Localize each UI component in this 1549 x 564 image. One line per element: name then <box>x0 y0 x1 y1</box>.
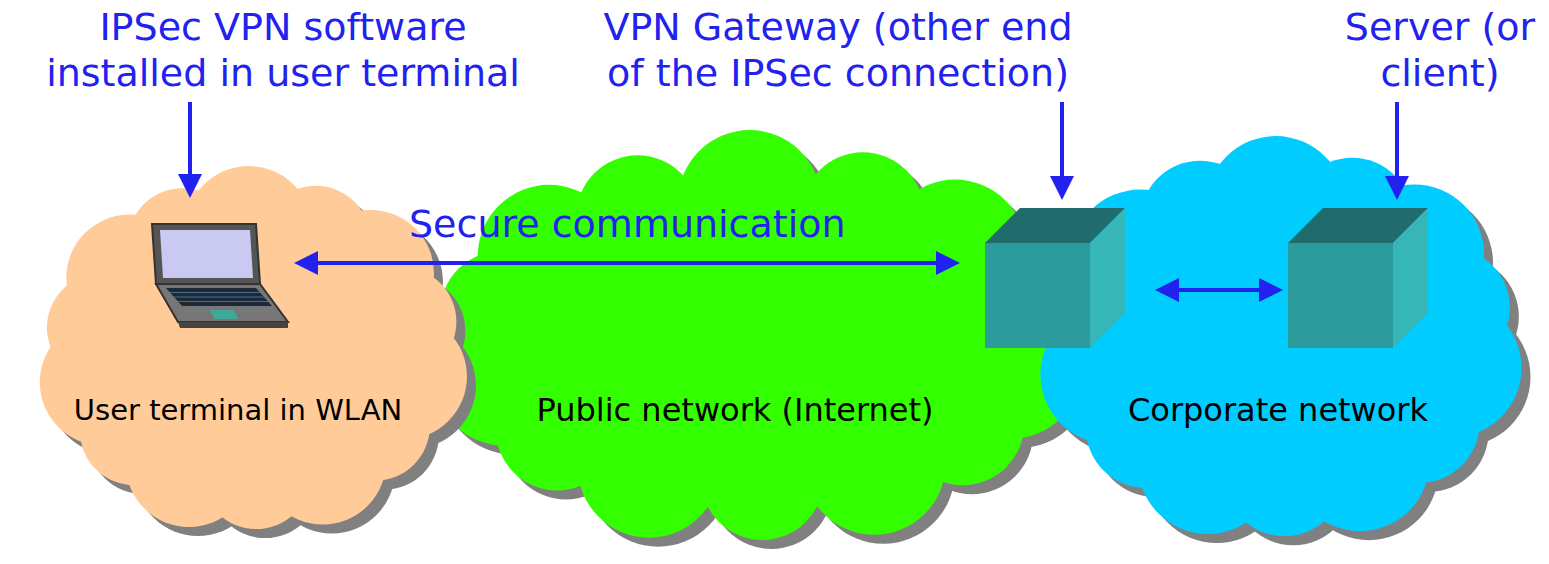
arrow-shaft <box>1175 288 1263 292</box>
callout-slot: Server (or client) <box>1335 4 1545 96</box>
callout-label: VPN Gateway (other end of the IPSec conn… <box>588 4 1088 96</box>
laptop-icon <box>138 222 290 337</box>
laptop-base <box>156 284 288 322</box>
arrow-shaft <box>314 261 940 265</box>
laptop-touchpad <box>210 310 238 319</box>
laptop-node: IPSec VPN software installed in user ter… <box>138 222 290 337</box>
leader-arrows <box>178 102 1409 200</box>
leader-line <box>1060 102 1064 178</box>
cube-icon <box>1288 208 1428 348</box>
cloud-outline <box>1035 136 1535 556</box>
laptop-keyboard <box>166 288 272 306</box>
key-row <box>170 292 260 293</box>
cube-front <box>985 243 1090 348</box>
edge-label: Secure communication <box>409 201 846 247</box>
callout-slot: IPSec VPN software installed in user ter… <box>23 4 543 96</box>
leader-head <box>1385 176 1409 200</box>
arrow-head <box>936 251 960 275</box>
laptop-lid <box>152 224 260 284</box>
cube-side <box>1393 208 1428 348</box>
server-node: Server (or client) <box>1288 208 1428 348</box>
text-slot: Public network (Internet) <box>475 388 995 432</box>
key-rows <box>170 293 268 302</box>
leader-line <box>188 102 192 176</box>
cloud-bump <box>348 267 457 376</box>
bidirectional-arrow <box>294 251 960 275</box>
bidirectional-arrow <box>1155 278 1283 302</box>
leader-head <box>178 174 202 198</box>
cloud-fill <box>433 130 1082 540</box>
arrow-head <box>294 251 318 275</box>
corporate-cloud: Corporate network <box>1035 136 1535 556</box>
cloud-fill <box>1040 136 1521 536</box>
edge-group <box>294 251 1283 302</box>
network-name: Corporate network <box>1078 388 1478 432</box>
cube-front <box>1288 243 1393 348</box>
network-name: Public network (Internet) <box>475 388 995 432</box>
callout-label: Server (or client) <box>1335 4 1545 96</box>
arrow-head <box>1259 278 1283 302</box>
leader-head <box>1050 176 1074 200</box>
callout-label: IPSec VPN software installed in user ter… <box>23 4 543 96</box>
text-slot: Corporate network <box>1078 388 1478 432</box>
leader-line <box>1395 102 1399 178</box>
text-slot: User terminal in WLAN <box>38 388 438 432</box>
edge-label-slot: Secure communication <box>409 201 846 247</box>
network-name: User terminal in WLAN <box>38 388 438 432</box>
cloud-fill <box>40 166 467 529</box>
cloud-bump <box>678 130 821 273</box>
key-row <box>174 297 264 298</box>
cube-side <box>1090 208 1125 348</box>
callout-slot: VPN Gateway (other end of the IPSec conn… <box>588 4 1088 96</box>
laptop-screen <box>160 230 253 278</box>
laptop-edge <box>178 322 288 328</box>
cube-icon <box>985 208 1125 348</box>
arrow-head <box>1155 278 1179 302</box>
gateway-node: VPN Gateway (other end of the IPSec conn… <box>985 208 1125 348</box>
key-row <box>178 301 268 302</box>
